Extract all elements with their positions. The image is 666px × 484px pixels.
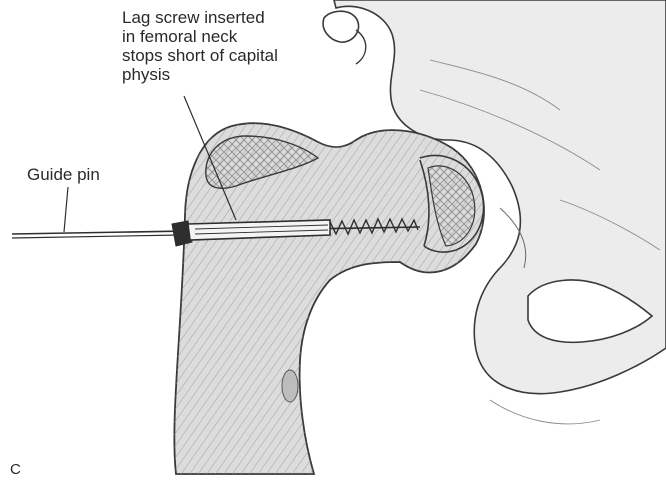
lag-screw-label: Lag screw inserted in femoral neck stops… [122, 8, 278, 84]
panel-letter: C [10, 460, 21, 479]
lag-screw-label-line-4: physis [122, 65, 278, 84]
guide-pin-label: Guide pin [27, 165, 100, 184]
lag-screw-label-line-1: Lag screw inserted [122, 8, 278, 27]
lag-screw-label-line-2: in femoral neck [122, 27, 278, 46]
lag-screw-label-line-3: stops short of capital [122, 46, 278, 65]
guide-pin-leader [64, 187, 68, 232]
lesser-trochanter [282, 370, 298, 402]
